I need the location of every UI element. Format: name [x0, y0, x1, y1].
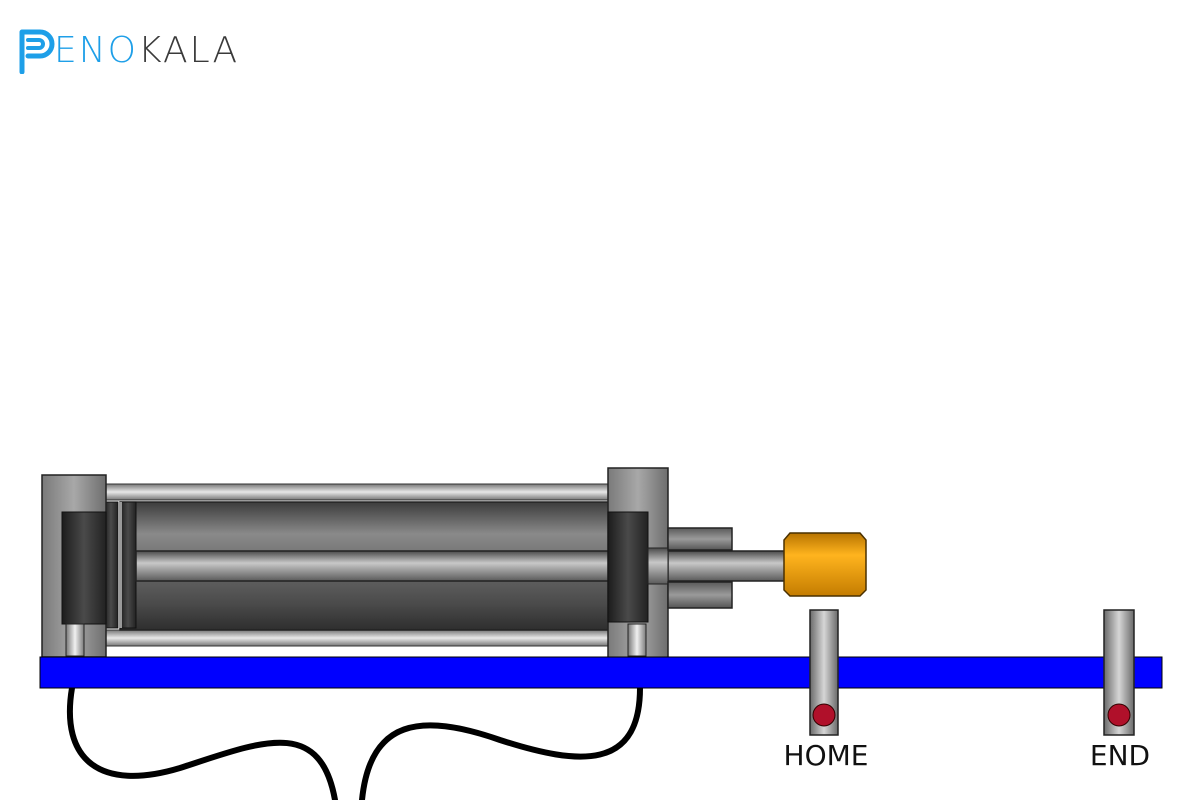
pe-logo-mark-icon: [19, 29, 55, 74]
rear-end-cap: [41, 474, 107, 658]
brand-name-part2: KALA: [138, 30, 240, 71]
sensor-indicator-home: [812, 703, 836, 727]
brand-logo: ENOKALA: [18, 24, 239, 76]
piston-rod: [135, 550, 789, 582]
sensor-label-home: HOME: [784, 739, 869, 772]
piston: [103, 501, 137, 629]
rod-end-block: [783, 532, 867, 597]
brand-name-part1: ENO: [54, 30, 139, 71]
base-rail: [39, 656, 1163, 689]
sensor-label-end: END: [1090, 739, 1150, 772]
sensor-home: HOME: [784, 609, 869, 772]
rod-gland: [667, 527, 733, 609]
air-hose: [66, 685, 643, 800]
sensor-indicator-end: [1107, 703, 1131, 727]
sensor-end: END: [1090, 609, 1150, 772]
front-end-cap: [607, 467, 669, 659]
brand-name: ENOKALA: [54, 33, 239, 69]
